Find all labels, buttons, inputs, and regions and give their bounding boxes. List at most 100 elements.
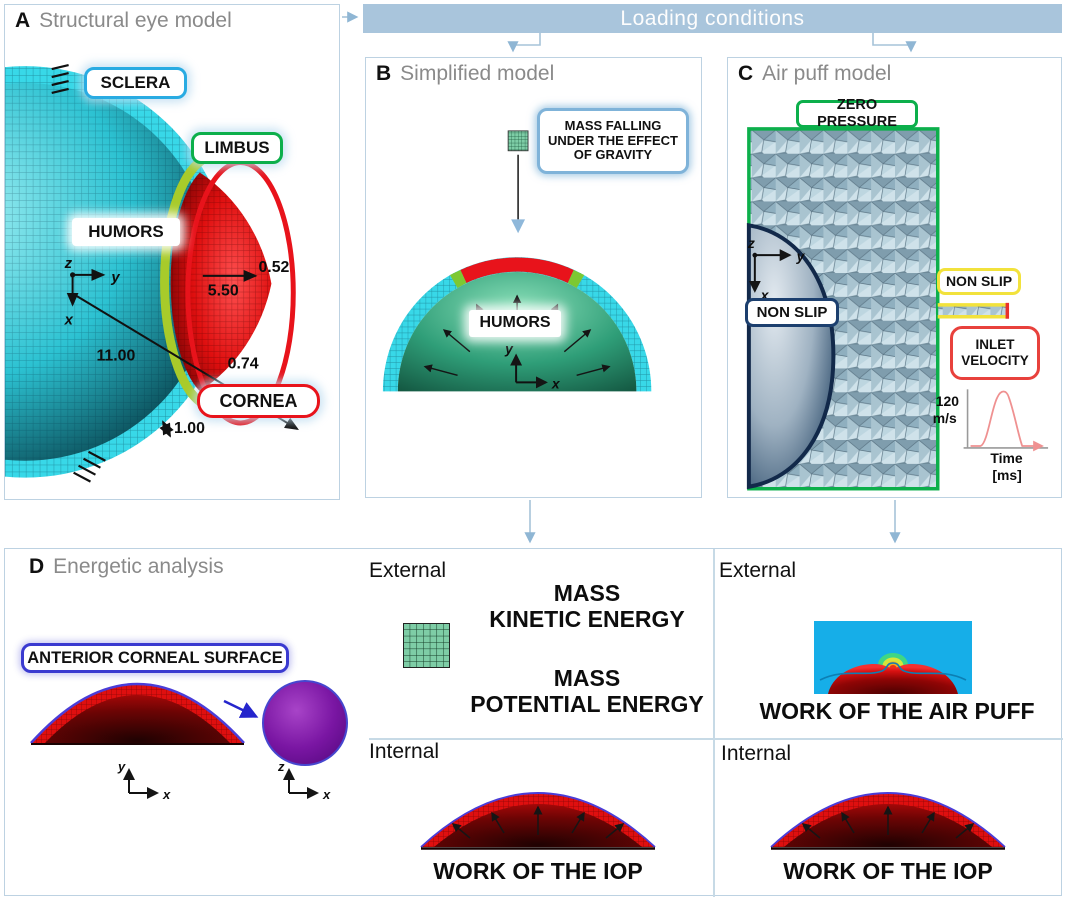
air-puff-simulation-image [814, 621, 972, 694]
panel-c-header: C Air puff model [738, 62, 891, 86]
panel-b: B Simplified model [365, 57, 702, 498]
panel-b-tag: B [376, 62, 392, 85]
graph-peak-unit: m/s [933, 410, 957, 426]
work-of-iop-label-airpuff: WORK OF THE IOP [783, 858, 993, 884]
axes-zyx-icon: z y x [64, 256, 121, 329]
panel-a-title: Structural eye model [39, 9, 232, 32]
dome-limbus-right [567, 270, 585, 288]
gravity-arrowhead [511, 219, 526, 234]
graph-x-unit: [ms] [992, 467, 1021, 483]
non-slip-duct-label: NON SLIP [937, 268, 1021, 295]
corneal-surface-sphere [262, 680, 348, 766]
graph-x-label: Time [990, 450, 1022, 466]
row-divider [369, 738, 1063, 740]
falling-mass-icon [507, 130, 529, 152]
limbus-label: LIMBUS [191, 132, 283, 164]
axis-z-label: z [747, 235, 755, 251]
iop-pressure-arrows [801, 805, 975, 839]
column-divider [713, 549, 715, 897]
deformed-surface-line [819, 662, 967, 681]
external-label-simplified: External [369, 559, 447, 582]
dome-shell [382, 257, 652, 392]
dome-limbus-left [449, 270, 467, 288]
dim-globe-radius: 11.00 [96, 347, 135, 364]
non-slip-wall-label: NON SLIP [745, 298, 839, 327]
zero-pressure-label: ZERO PRESSURE [796, 97, 918, 130]
internal-label-simplified: Internal [369, 740, 440, 763]
cornea-interior [45, 695, 230, 743]
mass-falling-label: MASS FALLING UNDER THE EFFECT OF GRAVITY [537, 108, 689, 174]
axis-z-label: z [277, 759, 285, 774]
sclera-label: SCLERA [84, 67, 187, 99]
eye-cross-section-illustration: 5.50 0.52 11.00 0.74 1.00 z y x [5, 64, 299, 483]
limbus-band [160, 156, 205, 407]
mass-square-icon [403, 623, 450, 668]
axis-x-label: x [322, 787, 331, 802]
mass-potential-line2: POTENTIAL ENERGY [470, 690, 704, 717]
dim-limbus: 0.74 [228, 355, 259, 372]
anterior-surface-line [420, 792, 656, 848]
work-of-iop-label-simplified: WORK OF THE IOP [433, 858, 643, 884]
work-of-air-puff-label: WORK OF THE AIR PUFF [759, 698, 1035, 724]
panel-d-tag: D [29, 555, 45, 578]
axis-z-label: z [64, 256, 73, 272]
panel-c-title: Air puff model [762, 62, 892, 85]
cornea-label: CORNEA [197, 384, 320, 418]
dim-sclera: 1.00 [174, 420, 205, 437]
internal-label-airpuff: Internal [721, 742, 792, 765]
humors-label: HUMORS [72, 218, 180, 246]
external-label-airpuff: External [719, 559, 797, 582]
anterior-corneal-surface-label: ANTERIOR CORNEAL SURFACE [21, 643, 289, 673]
mass-kinetic-line2: KINETIC ENERGY [489, 605, 685, 632]
iop-pressure-arrows [451, 805, 625, 839]
axes-zx-icon: z x [277, 759, 331, 802]
panel-c-tag: C [738, 62, 754, 85]
banner-title: Loading conditions [620, 6, 805, 30]
inlet-velocity-label: INLET VELOCITY [950, 326, 1040, 380]
inlet-duct [938, 304, 1007, 317]
axis-x-label: x [760, 287, 770, 303]
axis-y-label: y [117, 759, 126, 774]
dim-cornea-radius: 5.50 [208, 283, 239, 300]
panel-d-title: Energetic analysis [53, 555, 224, 578]
inlet-velocity-graph: 120 m/s Time [ms] [933, 389, 1049, 483]
panel-d: D Energetic analysis ANTERIOR CORNEAL SUR… [4, 548, 1063, 897]
mass-kinetic-energy-label: MASS KINETIC ENERGY [437, 580, 737, 633]
loading-conditions-banner: Loading conditions [363, 4, 1062, 33]
panel-b-header: B Simplified model [376, 62, 554, 86]
panel-c: C Air puff model [727, 57, 1062, 498]
axis-y-label: y [796, 248, 806, 264]
axis-x-label: x [162, 787, 171, 802]
surface-pointer-arrow [223, 699, 259, 718]
mass-potential-line1: MASS [553, 665, 621, 691]
iop-dome-airpuff [770, 792, 1006, 850]
mass-kinetic-line1: MASS [553, 580, 621, 606]
deformed-cornea-blob [828, 663, 958, 694]
humors-label: HUMORS [469, 310, 561, 337]
mass-potential-energy-label: MASS POTENTIAL ENERGY [437, 665, 737, 718]
panel-b-title: Simplified model [400, 62, 555, 85]
axes-yx-icon: y x [117, 759, 171, 802]
anterior-surface-line [770, 792, 1006, 848]
velocity-curve [970, 390, 1044, 452]
iop-dome-simplified [420, 792, 656, 850]
panel-d-header: D Energetic analysis [29, 555, 224, 579]
anterior-surface-illustration: y x z x [30, 680, 348, 802]
eye-dome-wall [746, 222, 836, 490]
fixed-support-top-icon [51, 64, 69, 95]
dome-cornea-cap [460, 257, 574, 283]
arrow-banner-to-c [872, 33, 917, 53]
axis-y-label: y [504, 341, 514, 357]
axis-y-label: y [110, 270, 120, 286]
dimension-annotations: 5.50 0.52 11.00 0.74 1.00 [74, 259, 299, 438]
fixed-support-bottom-icon [73, 450, 106, 483]
axes-yx-icon: y x [504, 341, 561, 392]
anterior-surface-line [30, 682, 245, 744]
air-puff-model-illustration: z y x 120 m/s Time [ms] [746, 127, 1049, 491]
axes-zyx-icon: z y x [747, 235, 806, 303]
graph-peak-value: 120 [936, 393, 959, 409]
axis-x-label: x [551, 375, 561, 391]
